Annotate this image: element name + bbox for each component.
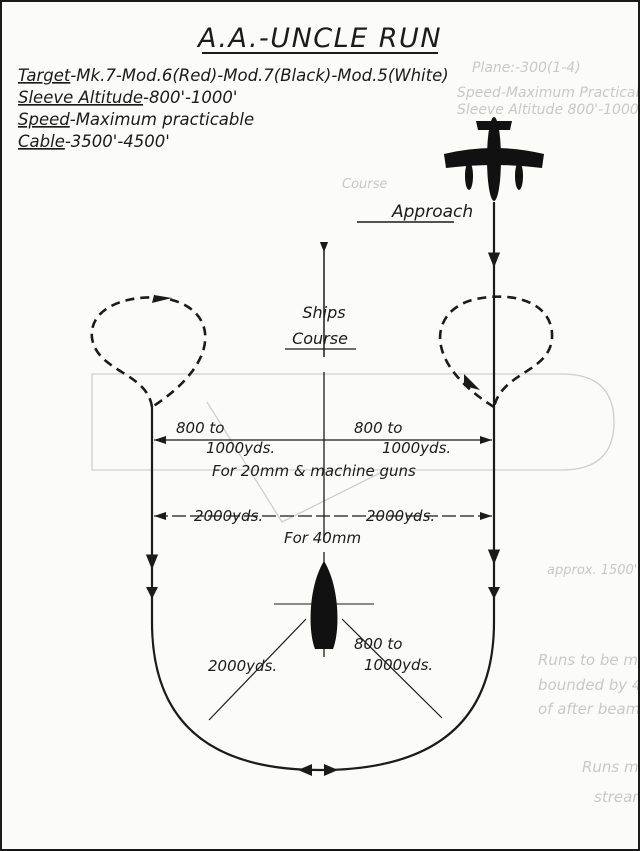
svg-text:Runs to be made on bearing: Runs to be made on bearing [538, 651, 638, 669]
spec-speed-value: -Maximum practicable [70, 110, 254, 129]
ships-course-label-line2: Course [292, 329, 348, 348]
bleed-through-background: Plane:-300(1-4) Speed-Maximum Practicabl… [91, 60, 638, 806]
spec-cable-key: Cable [18, 132, 65, 151]
svg-text:of after beams: of after beams [538, 700, 638, 718]
right-800-label-line2: 1000yds. [382, 439, 451, 457]
svg-text:Speed-Maximum Practicable: Speed-Maximum Practicable [457, 85, 638, 101]
arc-2000-label: 2000yds. [208, 657, 277, 675]
spec-target-value: -Mk.7-Mod.6(Red)-Mod.7(Black)-Mod.5(Whit… [70, 66, 448, 85]
spec-altitude-line: Sleeve Altitude-800'-1000' [18, 88, 237, 107]
arc-800-label-line2: 1000yds. [364, 656, 433, 674]
airplane-silhouette-icon [444, 117, 544, 201]
right-800-label-line1: 800 to [354, 419, 402, 437]
spec-altitude-key: Sleeve Altitude [18, 88, 143, 107]
svg-text:stream sleeve behind plane: stream sleeve behind plane [594, 788, 638, 806]
for-40mm-label: For 40mm [284, 529, 361, 547]
svg-text:Sleeve Altitude 800'-1000': Sleeve Altitude 800'-1000' [457, 102, 638, 118]
right-2000-label: 2000yds. [366, 507, 435, 525]
spec-speed-line: Speed-Maximum practicable [18, 110, 254, 129]
ships-course-label-line1: Ships [302, 303, 345, 322]
for-20mm-label: For 20mm & machine guns [212, 462, 416, 480]
right-dashed-loop [438, 295, 554, 409]
spec-cable-line: Cable-3500'-4500' [18, 132, 170, 151]
page-title: A.A.-UNCLE RUN [196, 23, 442, 54]
spec-list: Target-Mk.7-Mod.6(Red)-Mod.7(Black)-Mod.… [18, 66, 449, 151]
spec-target-key: Target [18, 66, 71, 85]
svg-text:Course: Course [342, 177, 387, 192]
left-800-label-line1: 800 to [176, 419, 224, 437]
spec-altitude-value: -800'-1000' [143, 88, 237, 107]
arc-800-label-line1: 800 to [354, 635, 402, 653]
spec-target-line: Target-Mk.7-Mod.6(Red)-Mod.7(Black)-Mod.… [18, 66, 449, 85]
spec-speed-key: Speed [18, 110, 70, 129]
svg-text:approx. 1500': approx. 1500' [547, 563, 637, 578]
spec-cable-value: -3500'-4500' [65, 132, 170, 151]
approach-label: Approach [391, 202, 473, 222]
svg-text:bounded by 45° forward or 45°: bounded by 45° forward or 45° [538, 676, 638, 694]
left-2000-label: 2000yds. [194, 507, 263, 525]
svg-text:Runs made to shorten distance: Runs made to shorten distance to [582, 758, 638, 776]
left-dashed-loop [90, 296, 207, 409]
left-800-label-line2: 1000yds. [206, 439, 275, 457]
svg-text:Plane:-300(1-4): Plane:-300(1-4) [472, 60, 581, 76]
ship-silhouette-icon [310, 561, 338, 649]
